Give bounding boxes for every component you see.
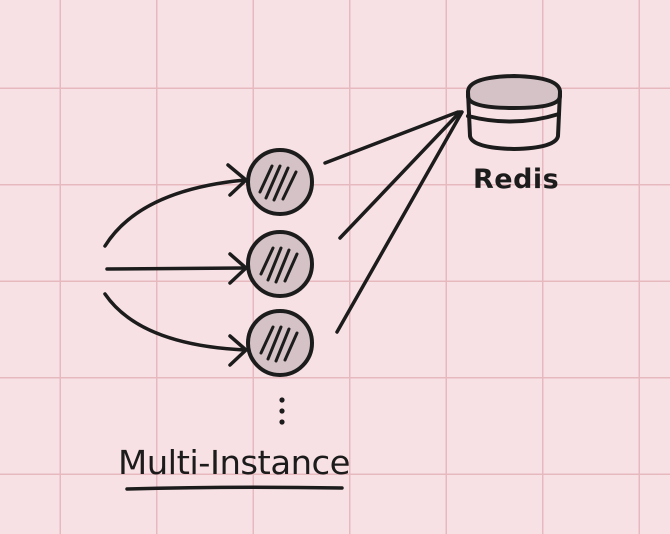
- connection-line: [335, 110, 464, 334]
- instance-node-1: [246, 148, 314, 216]
- hatch-lines-icon: [259, 325, 299, 363]
- instance-node-2: [246, 230, 314, 298]
- hatch-lines-icon: [259, 246, 299, 284]
- caption-label: Multi-Instance: [118, 443, 350, 482]
- ellipsis-icon: [279, 397, 285, 425]
- hatch-lines-icon: [258, 164, 298, 202]
- redis-database-icon: [466, 74, 562, 151]
- connections-to-redis: [323, 110, 464, 334]
- curved-arrow-icon: [103, 163, 248, 248]
- curved-arrow-icon: [103, 292, 248, 367]
- straight-arrow-icon: [105, 252, 248, 285]
- connection-line: [338, 110, 462, 240]
- redis-label: Redis: [473, 164, 559, 195]
- incoming-arrows: [103, 163, 248, 367]
- connection-line: [323, 110, 460, 165]
- instance-node-3: [246, 309, 314, 377]
- caption-underline: [125, 485, 344, 491]
